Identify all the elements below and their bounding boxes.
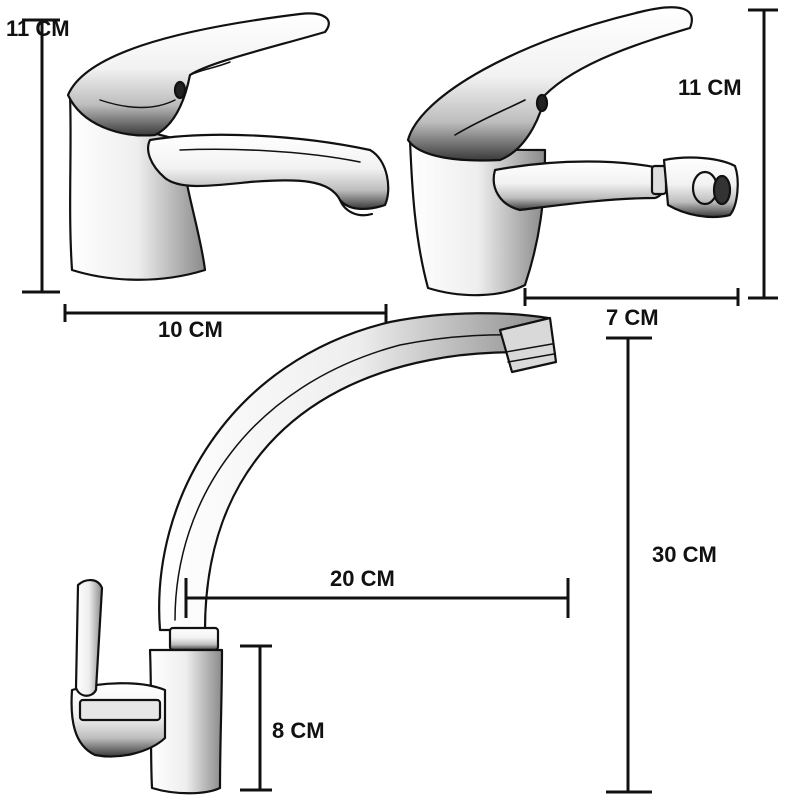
kitchen-reach-label: 20 CM	[330, 566, 395, 591]
kitchen-base-label: 8 CM	[272, 718, 325, 743]
kitchen-mixer-drawing	[70, 312, 558, 795]
basin-mixer-drawing	[66, 12, 390, 281]
basin-width-label: 10 CM	[158, 317, 223, 342]
bidet-spout-label: 7 CM	[606, 305, 659, 330]
dimension-lines	[22, 8, 778, 794]
bidet-height-label: 11 CM	[678, 75, 742, 100]
bidet-mixer-drawing	[406, 6, 739, 297]
dimension-labels: 11 CM 10 CM 11 CM 7 CM 30 CM 20 CM 8 CM	[6, 16, 742, 743]
kitchen-height-label: 30 CM	[652, 542, 717, 567]
basin-height-label: 11 CM	[6, 16, 70, 41]
